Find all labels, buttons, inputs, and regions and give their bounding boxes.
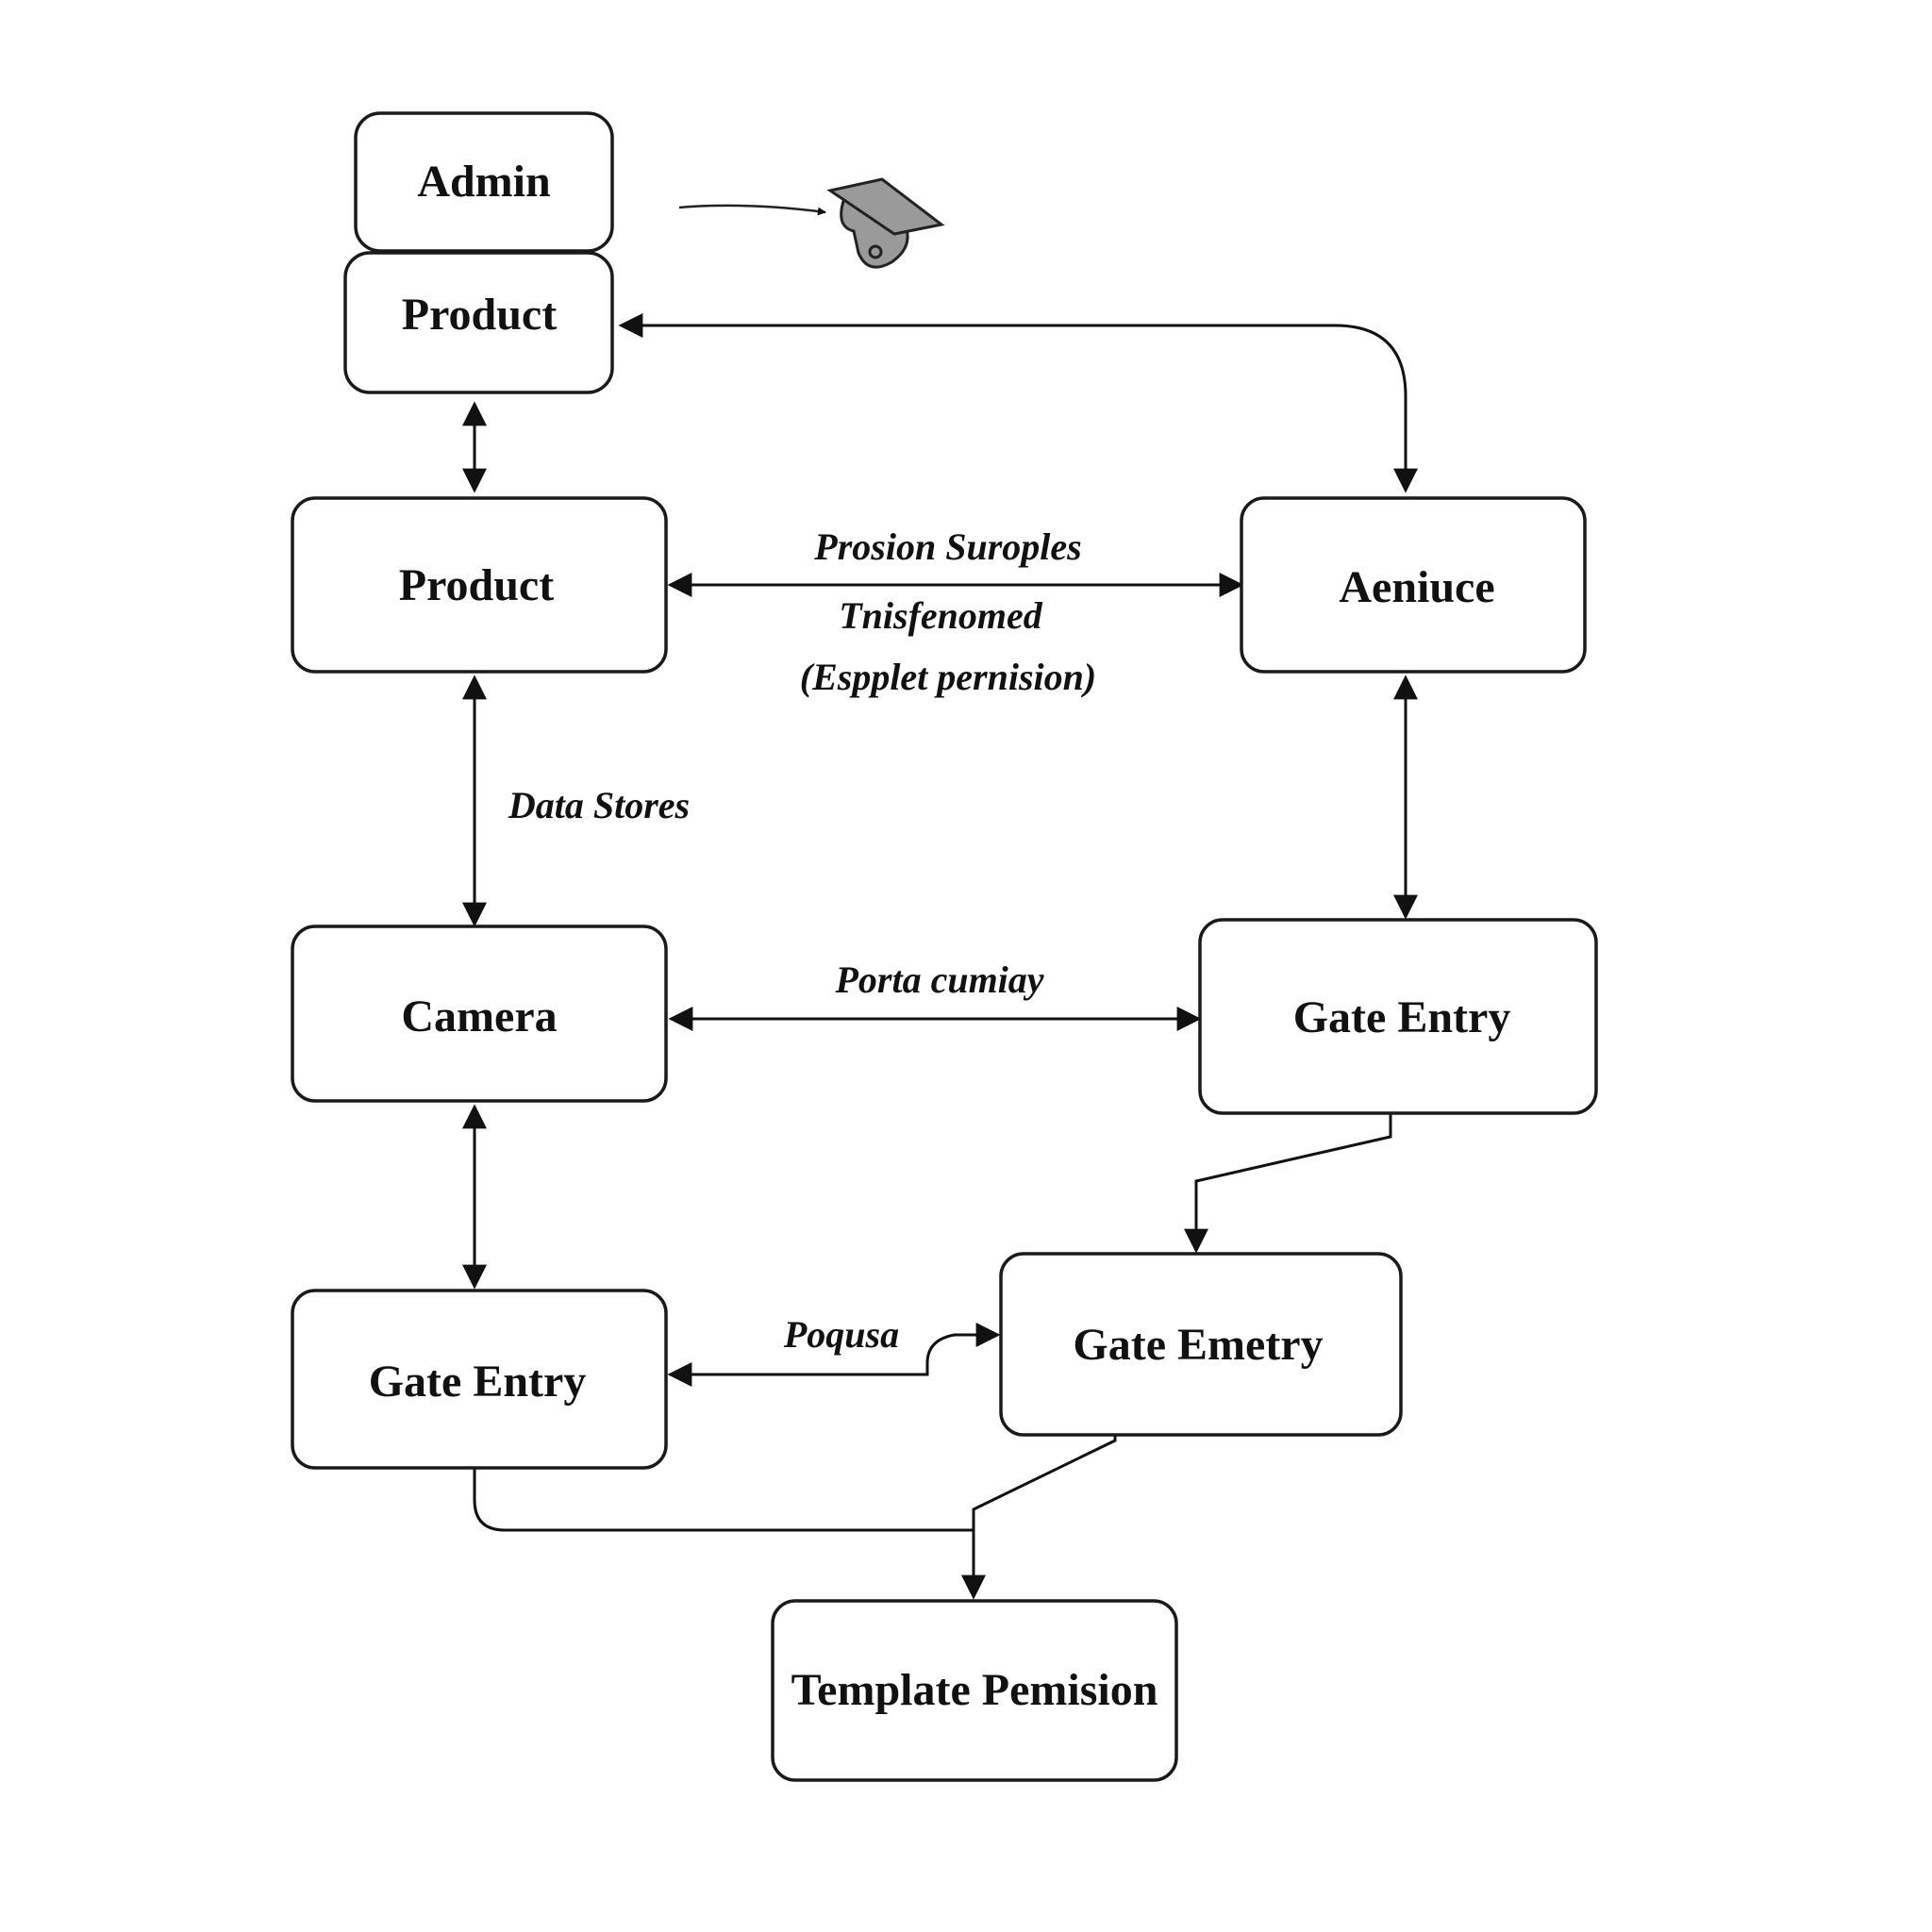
node-gate-entry-right-label: Gate Entry: [1293, 992, 1511, 1042]
security-camera-icon: [826, 177, 945, 269]
node-product-top[interactable]: Product: [343, 251, 614, 394]
node-gate-emetry-label: Gate Emetry: [1073, 1320, 1323, 1370]
edge-label-data-stores: Data Stores: [508, 784, 690, 826]
node-gate-entry-right[interactable]: Gate Entry: [1198, 918, 1598, 1115]
edge-label-product-aeniuce-1: Prosion Suroples: [813, 525, 1081, 568]
edge-admin-to-camera-icon: [678, 204, 826, 216]
edge-label-product-aeniuce-3: (Espplet pernision): [800, 656, 1096, 698]
node-aeniuce-label: Aeniuce: [1339, 562, 1494, 612]
edge-gate-entry-left-to-junction: [473, 1468, 974, 1532]
node-gate-entry-left-label: Gate Entry: [369, 1357, 587, 1407]
node-aeniuce[interactable]: Aeniuce: [1240, 496, 1587, 674]
node-product-top-label: Product: [402, 290, 557, 340]
node-admin[interactable]: Admin: [354, 111, 614, 253]
node-product-label: Product: [399, 560, 554, 610]
node-admin-label: Admin: [417, 157, 550, 207]
node-gate-entry-left[interactable]: Gate Entry: [291, 1289, 668, 1470]
node-camera[interactable]: Camera: [291, 924, 668, 1103]
edge-gate-emetry-to-gate-entry-left: [667, 1323, 1001, 1387]
node-template-permission-label: Template Pemision: [791, 1665, 1158, 1715]
edge-gate-entry-to-gate-emetry: [1184, 1113, 1392, 1254]
node-camera-label: Camera: [401, 991, 557, 1041]
node-product[interactable]: Product: [291, 496, 668, 674]
edge-gate-emetry-to-template: [961, 1435, 1117, 1600]
node-gate-emetry[interactable]: Gate Emetry: [999, 1252, 1403, 1437]
edge-label-gate-pair: Poqusa: [783, 1313, 899, 1356]
edge-label-product-aeniuce-2: Tnisfenomed: [839, 594, 1043, 637]
node-template-permission[interactable]: Template Pemision: [771, 1599, 1178, 1782]
edge-label-camera-gate: Porta cumiay: [834, 958, 1043, 1001]
edge-aeniuce-to-product-top: [618, 313, 1418, 493]
